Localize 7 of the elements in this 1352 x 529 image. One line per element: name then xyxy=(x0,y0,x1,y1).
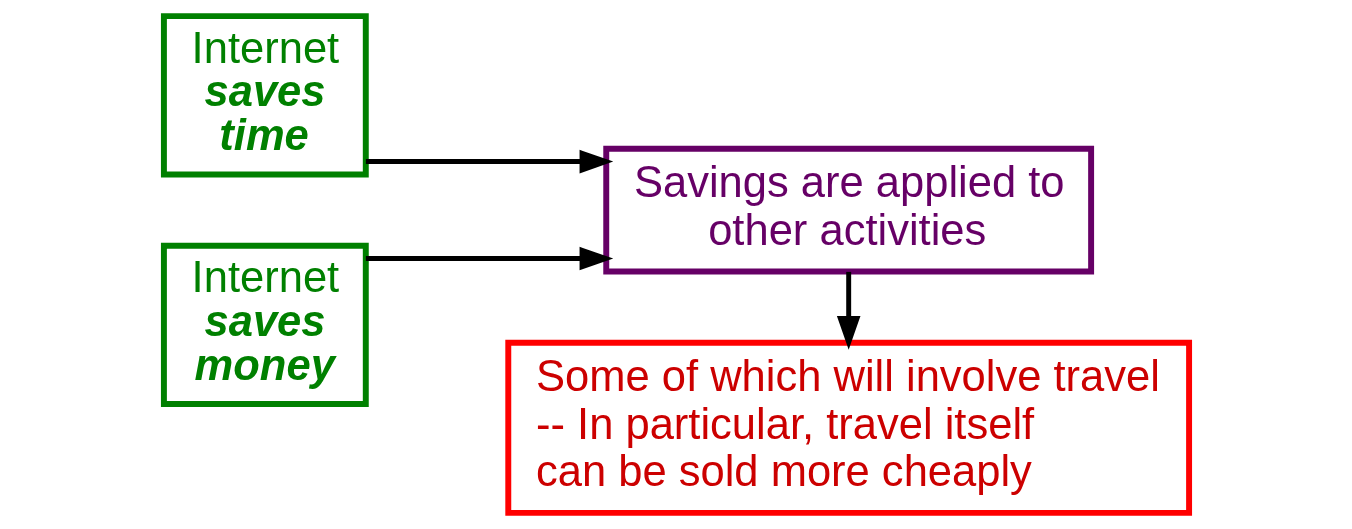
arrow xyxy=(836,271,860,350)
node-box: Savings are applied to other activities xyxy=(602,145,1094,275)
arrow xyxy=(365,246,613,271)
node-box: Internet saves money xyxy=(160,242,369,407)
arrow xyxy=(365,149,613,174)
node-box: Internet saves time xyxy=(160,13,369,178)
node-box: Some of which will involve travel -- In particular, travel itself can be sold more cheaply xyxy=(504,339,1192,516)
